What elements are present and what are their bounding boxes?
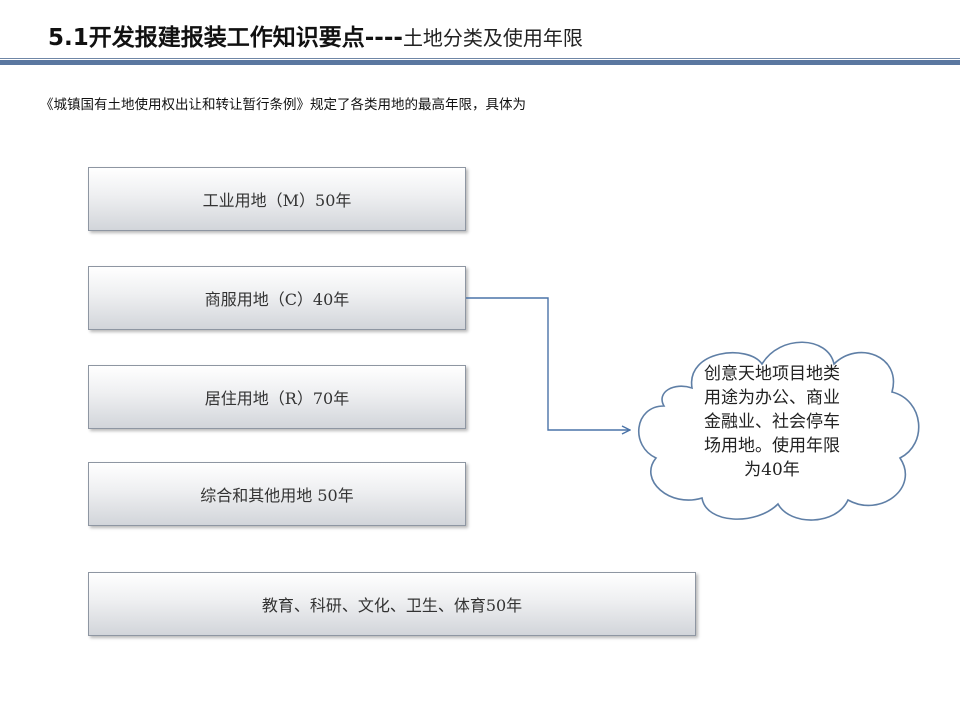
title-subtitle: 土地分类及使用年限: [402, 26, 583, 50]
title-separator: ----: [364, 25, 403, 51]
residential-land-label: 居住用地（R）70年: [204, 389, 350, 408]
industrial-land-box: 工业用地（M）50年: [88, 167, 466, 231]
mixed-land-box: 综合和其他用地 50年: [88, 462, 466, 526]
callout-line-2: 用途为办公、商业: [704, 388, 840, 408]
page-title: 5.1开发报建报装工作知识要点----土地分类及使用年限: [48, 22, 583, 54]
cloud-callout-text: 创意天地项目地类 用途为办公、商业 金融业、社会停车 场用地。使用年限 为40年: [676, 362, 868, 482]
callout-line-4: 场用地。使用年限: [704, 436, 840, 456]
residential-land-box: 居住用地（R）70年: [88, 365, 466, 429]
commercial-land-box: 商服用地（C）40年: [88, 266, 466, 330]
header-rule-thick: [0, 60, 960, 65]
education-land-label: 教育、科研、文化、卫生、体育50年: [261, 596, 523, 615]
education-land-box: 教育、科研、文化、卫生、体育50年: [88, 572, 696, 636]
mixed-land-label: 综合和其他用地 50年: [200, 486, 354, 505]
intro-text: 《城镇国有土地使用权出让和转让暂行条例》规定了各类用地的最高年限，具体为: [40, 97, 526, 113]
title-main: 5.1开发报建报装工作知识要点: [48, 25, 365, 51]
cloud-callout-shape: [638, 341, 920, 521]
callout-line-3: 金融业、社会停车: [704, 412, 840, 432]
industrial-land-label: 工业用地（M）50年: [202, 191, 352, 210]
cloud-outline: [638, 341, 920, 521]
callout-line-1: 创意天地项目地类: [704, 364, 840, 384]
callout-line-5: 为40年: [744, 460, 800, 480]
connector-line: [466, 297, 630, 430]
commercial-land-label: 商服用地（C）40年: [204, 290, 350, 309]
header-rule-thin: [0, 58, 960, 59]
